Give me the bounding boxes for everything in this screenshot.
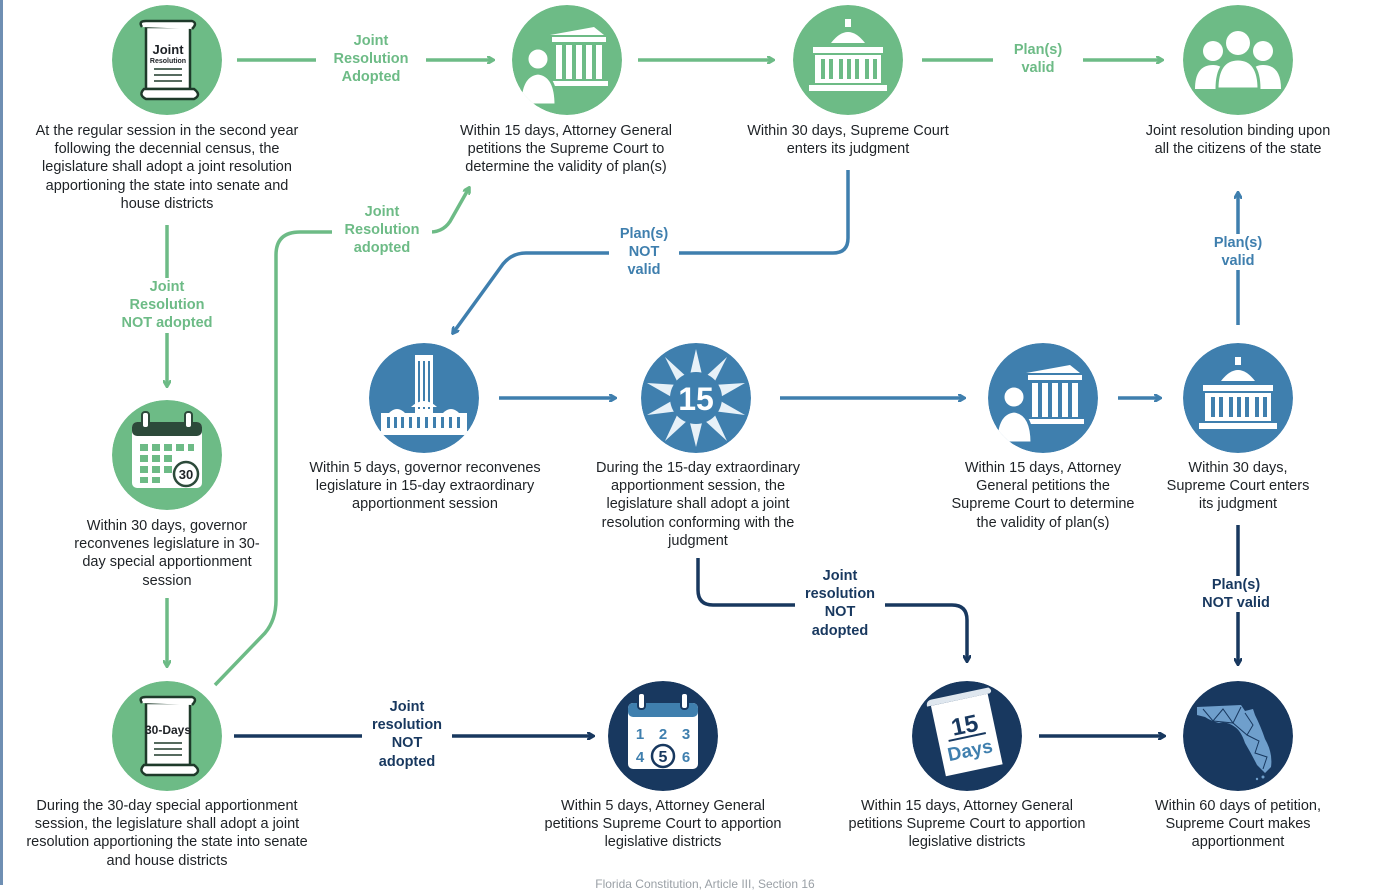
node-n1: Joint Resolution — [112, 5, 222, 115]
edge-n9-n13-label: Plan(s)NOT valid — [1191, 576, 1281, 613]
node-n12-caption: Within 15 days, Attorney General petitio… — [848, 798, 1086, 851]
calendar-day-3: 3 — [682, 726, 690, 743]
footer-citation: Florida Constitution, Article III, Secti… — [595, 877, 815, 891]
left-border-line — [0, 0, 3, 885]
node-n8 — [988, 343, 1098, 453]
node-n3-caption: Within 30 days, Supreme Court enters its… — [747, 123, 949, 158]
calendar-day-2: 2 — [659, 726, 667, 743]
node-n7-caption: During the 15-day extraordinary apportio… — [596, 460, 800, 549]
node-n12: 15 Days — [912, 681, 1022, 791]
edge-n3-n4-label: Plan(s)valid — [993, 41, 1083, 78]
supreme-court-building-icon — [793, 5, 903, 115]
florida-map-icon — [1183, 681, 1293, 791]
calendar-day-4: 4 — [636, 749, 645, 766]
starburst-15-icon: 15 — [641, 343, 751, 453]
page-number-text: 15 — [949, 710, 981, 742]
attorney-general-courthouse-icon — [988, 343, 1098, 453]
capitol-building-icon — [369, 343, 479, 453]
citizens-group-icon — [1183, 5, 1293, 115]
attorney-general-courthouse-icon — [512, 5, 622, 115]
calendar-30-icon: 30 — [112, 400, 222, 510]
node-n9-caption: Within 30 days, Supreme Court enters its… — [1166, 460, 1310, 513]
edge-n10-n2 — [213, 188, 469, 687]
node-n10: 30-Days — [112, 681, 222, 791]
node-n6-caption: Within 5 days, governor reconvenes legis… — [309, 460, 541, 513]
node-n2 — [512, 5, 622, 115]
calendar-day-1: 1 — [636, 726, 644, 743]
scroll-title-text: Joint — [152, 42, 184, 57]
node-n9 — [1183, 343, 1293, 453]
supreme-court-building-icon — [1183, 343, 1293, 453]
edge-n9-n4-label: Plan(s)valid — [1203, 234, 1273, 271]
node-n13 — [1183, 681, 1293, 791]
scroll-subtitle-text: Resolution — [150, 58, 186, 65]
node-n4-caption: Joint resolution binding upon all the ci… — [1145, 123, 1331, 158]
node-n8-caption: Within 15 days, Attorney General petitio… — [951, 460, 1135, 531]
calendar-day-text: 30 — [179, 467, 193, 482]
node-n3 — [793, 5, 903, 115]
node-n5: 30 — [112, 400, 222, 510]
node-n2-caption: Within 15 days, Attorney General petitio… — [460, 123, 672, 176]
page-15-days-icon: 15 Days — [912, 681, 1022, 791]
scroll-30-days-text: 30-Days — [145, 723, 191, 737]
node-n1-caption: At the regular session in the second yea… — [35, 123, 299, 212]
node-n4 — [1183, 5, 1293, 115]
node-n5-caption: Within 30 days, governor reconvenes legi… — [74, 518, 260, 589]
node-n13-caption: Within 60 days of petition, Supreme Cour… — [1154, 798, 1322, 851]
calendar-day-6: 6 — [682, 749, 690, 766]
starburst-number-text: 15 — [678, 381, 714, 417]
scroll-30-days-icon: 30-Days — [112, 681, 222, 791]
node-n10-caption: During the 30-day special apportionment … — [26, 798, 308, 869]
node-n11-caption: Within 5 days, Attorney General petition… — [544, 798, 782, 851]
node-n11: 1 2 3 4 6 5 — [608, 681, 718, 791]
node-n6 — [369, 343, 479, 453]
calendar-day-5: 5 — [659, 749, 668, 766]
scroll-joint-resolution-icon: Joint Resolution — [112, 5, 222, 115]
calendar-5-icon: 1 2 3 4 6 5 — [608, 681, 718, 791]
node-n7: 15 — [641, 343, 751, 453]
edge-n3-n6 — [453, 170, 850, 333]
